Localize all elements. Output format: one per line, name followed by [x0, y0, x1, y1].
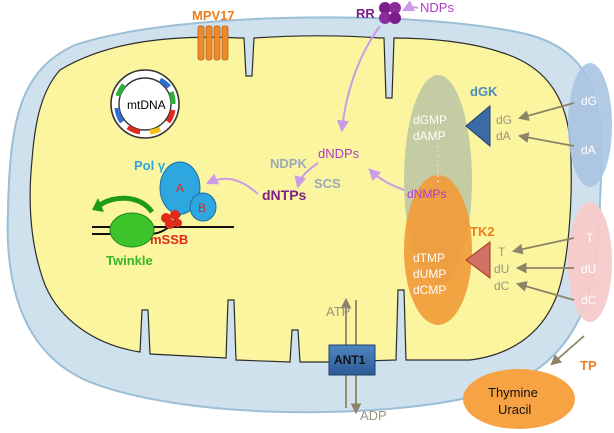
dg-inner-label: dG [496, 113, 512, 127]
tp-label: TP [580, 358, 597, 373]
du-outer-label: dU [581, 262, 596, 276]
dc-import-arrow [515, 281, 575, 301]
ant1-transporter-icon [328, 344, 376, 376]
pyrimidine-pool-oval [404, 175, 472, 325]
dnmps-to-dndps-arrow [368, 168, 405, 191]
t-import-arrow [511, 237, 575, 255]
tk2-triangle-icon [465, 241, 491, 279]
mssb-protein-icon [161, 210, 182, 229]
catabolites-oval [463, 369, 575, 429]
scs-label: SCS [314, 176, 341, 191]
dtmp-label: dTMP [413, 251, 445, 265]
purine-nucleosides-oval [568, 63, 612, 187]
dc-outer-label: dC [581, 293, 597, 307]
dgmp-label: dGMP [413, 113, 447, 127]
dgk-triangle-icon [465, 104, 491, 148]
da-outer-label: dA [581, 143, 596, 157]
dg-outer-label: dG [581, 94, 597, 108]
dnmps-label: dNMPs [407, 187, 446, 201]
uracil-label: Uracil [498, 402, 531, 417]
dndps-label: dNDPs [318, 146, 360, 161]
ndps-to-rr-arrow [401, 0, 419, 12]
dc-inner-label: dC [494, 279, 510, 293]
dg-import-arrow [517, 102, 575, 121]
dntps-to-polg-arrow [205, 173, 259, 195]
mssb-label: mSSB [150, 232, 188, 247]
da-inner-label: dA [496, 129, 511, 143]
adp-label: ADP [360, 408, 387, 423]
rr-enzyme-icon [379, 2, 401, 24]
thymine-label: Thymine [488, 385, 538, 400]
mpv17-label: MPV17 [192, 8, 235, 23]
dndps-to-dntps-arrow [294, 162, 319, 189]
dcmp-label: dCMP [413, 283, 446, 297]
atp-label: ATP [326, 304, 350, 319]
t-inner-label: T [498, 245, 506, 259]
mtdna-circle-icon [110, 69, 180, 139]
rr-label: RR [356, 6, 375, 21]
t-outer-label: T [586, 231, 594, 245]
mpv17-channel-icon [197, 25, 229, 61]
pol-b-label: B [198, 201, 206, 215]
pol-gamma-icon [159, 161, 217, 222]
da-import-arrow [517, 132, 575, 147]
dump-label: dUMP [413, 267, 446, 281]
pyrimidine-nucleosides-oval [568, 202, 612, 322]
dgk-label: dGK [470, 84, 498, 99]
tp-arrow [550, 335, 585, 366]
mtdna-label: mtDNA [127, 98, 166, 112]
dntps-label: dNTPs [262, 187, 307, 203]
pol-gamma-label: Pol γ [134, 158, 166, 173]
rr-to-dndps-arrow [336, 25, 381, 133]
du-inner-label: dU [494, 262, 509, 276]
twinkle-label: Twinkle [106, 253, 153, 268]
ndpk-label: NDPK [270, 156, 307, 171]
pol-a-label: A [176, 181, 184, 195]
tk2-label: TK2 [470, 224, 495, 239]
ant1-label: ANT1 [334, 353, 366, 367]
ndps-top-label: NDPs [420, 0, 454, 15]
twinkle-helicase-icon [92, 195, 155, 248]
damp-label: dAMP [413, 129, 446, 143]
